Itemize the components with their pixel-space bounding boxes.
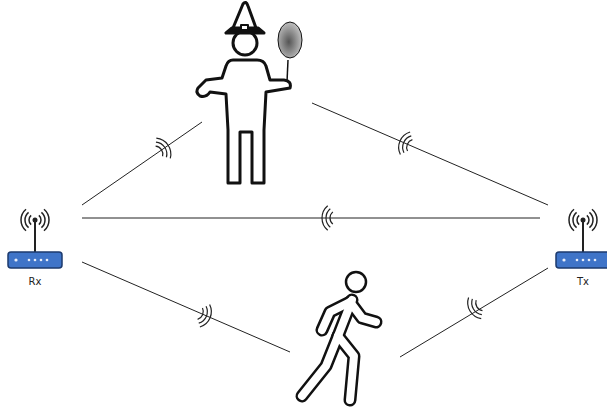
signal-path [312,103,548,205]
wave-arc [395,130,410,155]
person-witch [197,2,302,183]
router-node: Tx [540,198,607,290]
router-label: Rx [29,276,42,287]
wave-symbol [395,130,415,157]
wave-symbol [464,295,486,322]
wave-arc [464,298,482,322]
wave-arc [405,139,412,151]
wave-arc [156,140,170,158]
router-icon [553,200,607,272]
router-icon [5,200,65,272]
wave-symbol [195,302,215,329]
person-walking [302,272,376,400]
wave-arc [156,135,175,158]
signal-path [82,262,290,352]
signal-path [400,268,548,357]
router-label: Tx [577,276,589,287]
signal-link [82,218,540,219]
router-node: Rx [0,198,82,290]
wave-arc [200,304,215,329]
signal-path [82,122,202,205]
wave-arc [469,299,482,317]
wave-arc [198,308,205,320]
signal-symbols [152,130,486,329]
wave-symbol [152,135,175,161]
signal-paths [82,103,548,357]
